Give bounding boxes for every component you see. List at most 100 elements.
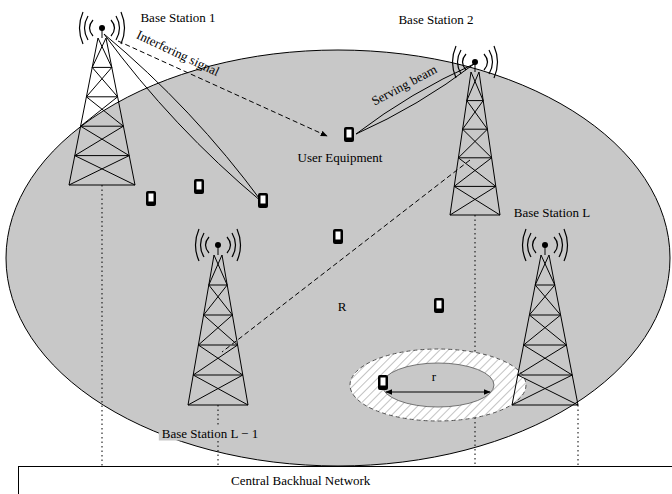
tower-strut bbox=[450, 186, 496, 215]
tower-strut bbox=[463, 129, 492, 158]
phone-body bbox=[146, 191, 156, 206]
radio-wave bbox=[523, 229, 527, 261]
radio-wave bbox=[206, 237, 210, 253]
backhaul-link bbox=[578, 405, 579, 467]
phone-body bbox=[333, 229, 343, 244]
radio-wave bbox=[80, 12, 84, 44]
tower-strut bbox=[518, 375, 578, 405]
antenna-dot bbox=[472, 59, 478, 65]
tower-strut bbox=[188, 405, 248, 406]
backhaul-link bbox=[475, 215, 476, 467]
tower-strut bbox=[86, 67, 111, 96]
tower-strut bbox=[467, 101, 488, 130]
antenna-dot bbox=[542, 242, 548, 248]
diagram-label: r bbox=[432, 369, 436, 384]
radio-wave bbox=[458, 50, 462, 74]
tower-strut bbox=[204, 285, 228, 315]
phone-screen bbox=[149, 194, 154, 202]
user-equipment-icon bbox=[344, 127, 354, 142]
phone-body bbox=[258, 193, 268, 208]
diagram-label: Interfering signal bbox=[134, 27, 222, 79]
tower-strut bbox=[467, 100, 483, 101]
tower-strut bbox=[518, 375, 572, 376]
diagram-label: User Equipment bbox=[298, 150, 383, 165]
radio-wave bbox=[564, 229, 568, 261]
radio-wave bbox=[489, 50, 493, 74]
tower-strut bbox=[75, 155, 129, 156]
radio-wave bbox=[554, 237, 558, 253]
base-station-tower bbox=[69, 12, 135, 185]
phone-screen bbox=[197, 182, 202, 190]
tower-strut bbox=[98, 38, 112, 67]
tower-strut bbox=[454, 158, 491, 187]
radio-wave bbox=[463, 54, 467, 70]
base-station-tower bbox=[188, 229, 248, 405]
radio-wave bbox=[116, 16, 120, 40]
radio-wave bbox=[232, 233, 236, 257]
user-equipment-icon bbox=[258, 193, 268, 208]
phone-body bbox=[344, 127, 354, 142]
radio-wave bbox=[533, 237, 537, 253]
base-station-tower bbox=[450, 46, 500, 215]
antenna-dot bbox=[99, 25, 105, 31]
tower-strut bbox=[193, 375, 243, 376]
radio-wave bbox=[85, 16, 89, 40]
tower-strut bbox=[454, 186, 500, 215]
diagram-label: Base Station L − 1 bbox=[159, 426, 261, 441]
radio-wave bbox=[237, 229, 241, 261]
tower-strut bbox=[198, 345, 237, 346]
user-equipment-icon bbox=[194, 179, 204, 194]
radio-wave bbox=[484, 54, 488, 70]
tower-strut bbox=[458, 129, 487, 158]
tower-strut bbox=[92, 67, 112, 68]
tower-strut bbox=[467, 72, 479, 101]
tower-strut bbox=[209, 285, 233, 315]
tower-strut bbox=[188, 255, 214, 405]
tower-strut bbox=[69, 156, 129, 185]
tower-strut bbox=[529, 315, 566, 345]
phone-body bbox=[378, 375, 388, 390]
phone-body bbox=[194, 179, 204, 194]
tower-strut bbox=[86, 97, 123, 126]
tower-strut bbox=[518, 345, 567, 375]
tower-strut bbox=[524, 345, 573, 375]
coverage-area bbox=[6, 50, 670, 466]
radio-wave bbox=[90, 20, 94, 36]
user-equipment-icon bbox=[434, 298, 444, 313]
small-cell-region bbox=[350, 349, 526, 421]
tower-strut bbox=[193, 345, 237, 375]
radio-wave bbox=[227, 237, 231, 253]
base-station-tower bbox=[512, 229, 578, 405]
tower-strut bbox=[541, 255, 555, 285]
interfering-signal bbox=[118, 41, 327, 136]
phone-screen bbox=[336, 232, 341, 240]
tower-strut bbox=[524, 315, 561, 345]
tower-strut bbox=[204, 315, 238, 345]
tower-strut bbox=[524, 345, 567, 346]
tower-strut bbox=[188, 375, 243, 405]
tower-strut bbox=[106, 38, 135, 185]
tower-strut bbox=[458, 158, 495, 187]
tower-strut bbox=[198, 315, 232, 345]
radius-arrow bbox=[386, 392, 490, 393]
tower-strut bbox=[535, 285, 560, 315]
tower-strut bbox=[222, 255, 248, 405]
distance-line bbox=[222, 160, 470, 352]
phone-screen bbox=[381, 378, 386, 386]
diagram-label: R bbox=[338, 299, 347, 314]
tower-strut bbox=[512, 405, 578, 406]
tower-strut bbox=[86, 96, 117, 97]
small-cell-core bbox=[382, 363, 494, 407]
phone-body bbox=[434, 298, 444, 313]
tower-strut bbox=[81, 126, 130, 155]
user-equipment-icon bbox=[378, 375, 388, 390]
radio-wave bbox=[528, 233, 532, 257]
user-equipment-icon bbox=[146, 191, 156, 206]
tower-strut bbox=[92, 67, 117, 96]
node-text: Central Backhual Network bbox=[231, 473, 672, 488]
tower-strut bbox=[209, 285, 227, 286]
tower-strut bbox=[75, 126, 124, 155]
tower-strut bbox=[214, 255, 227, 285]
